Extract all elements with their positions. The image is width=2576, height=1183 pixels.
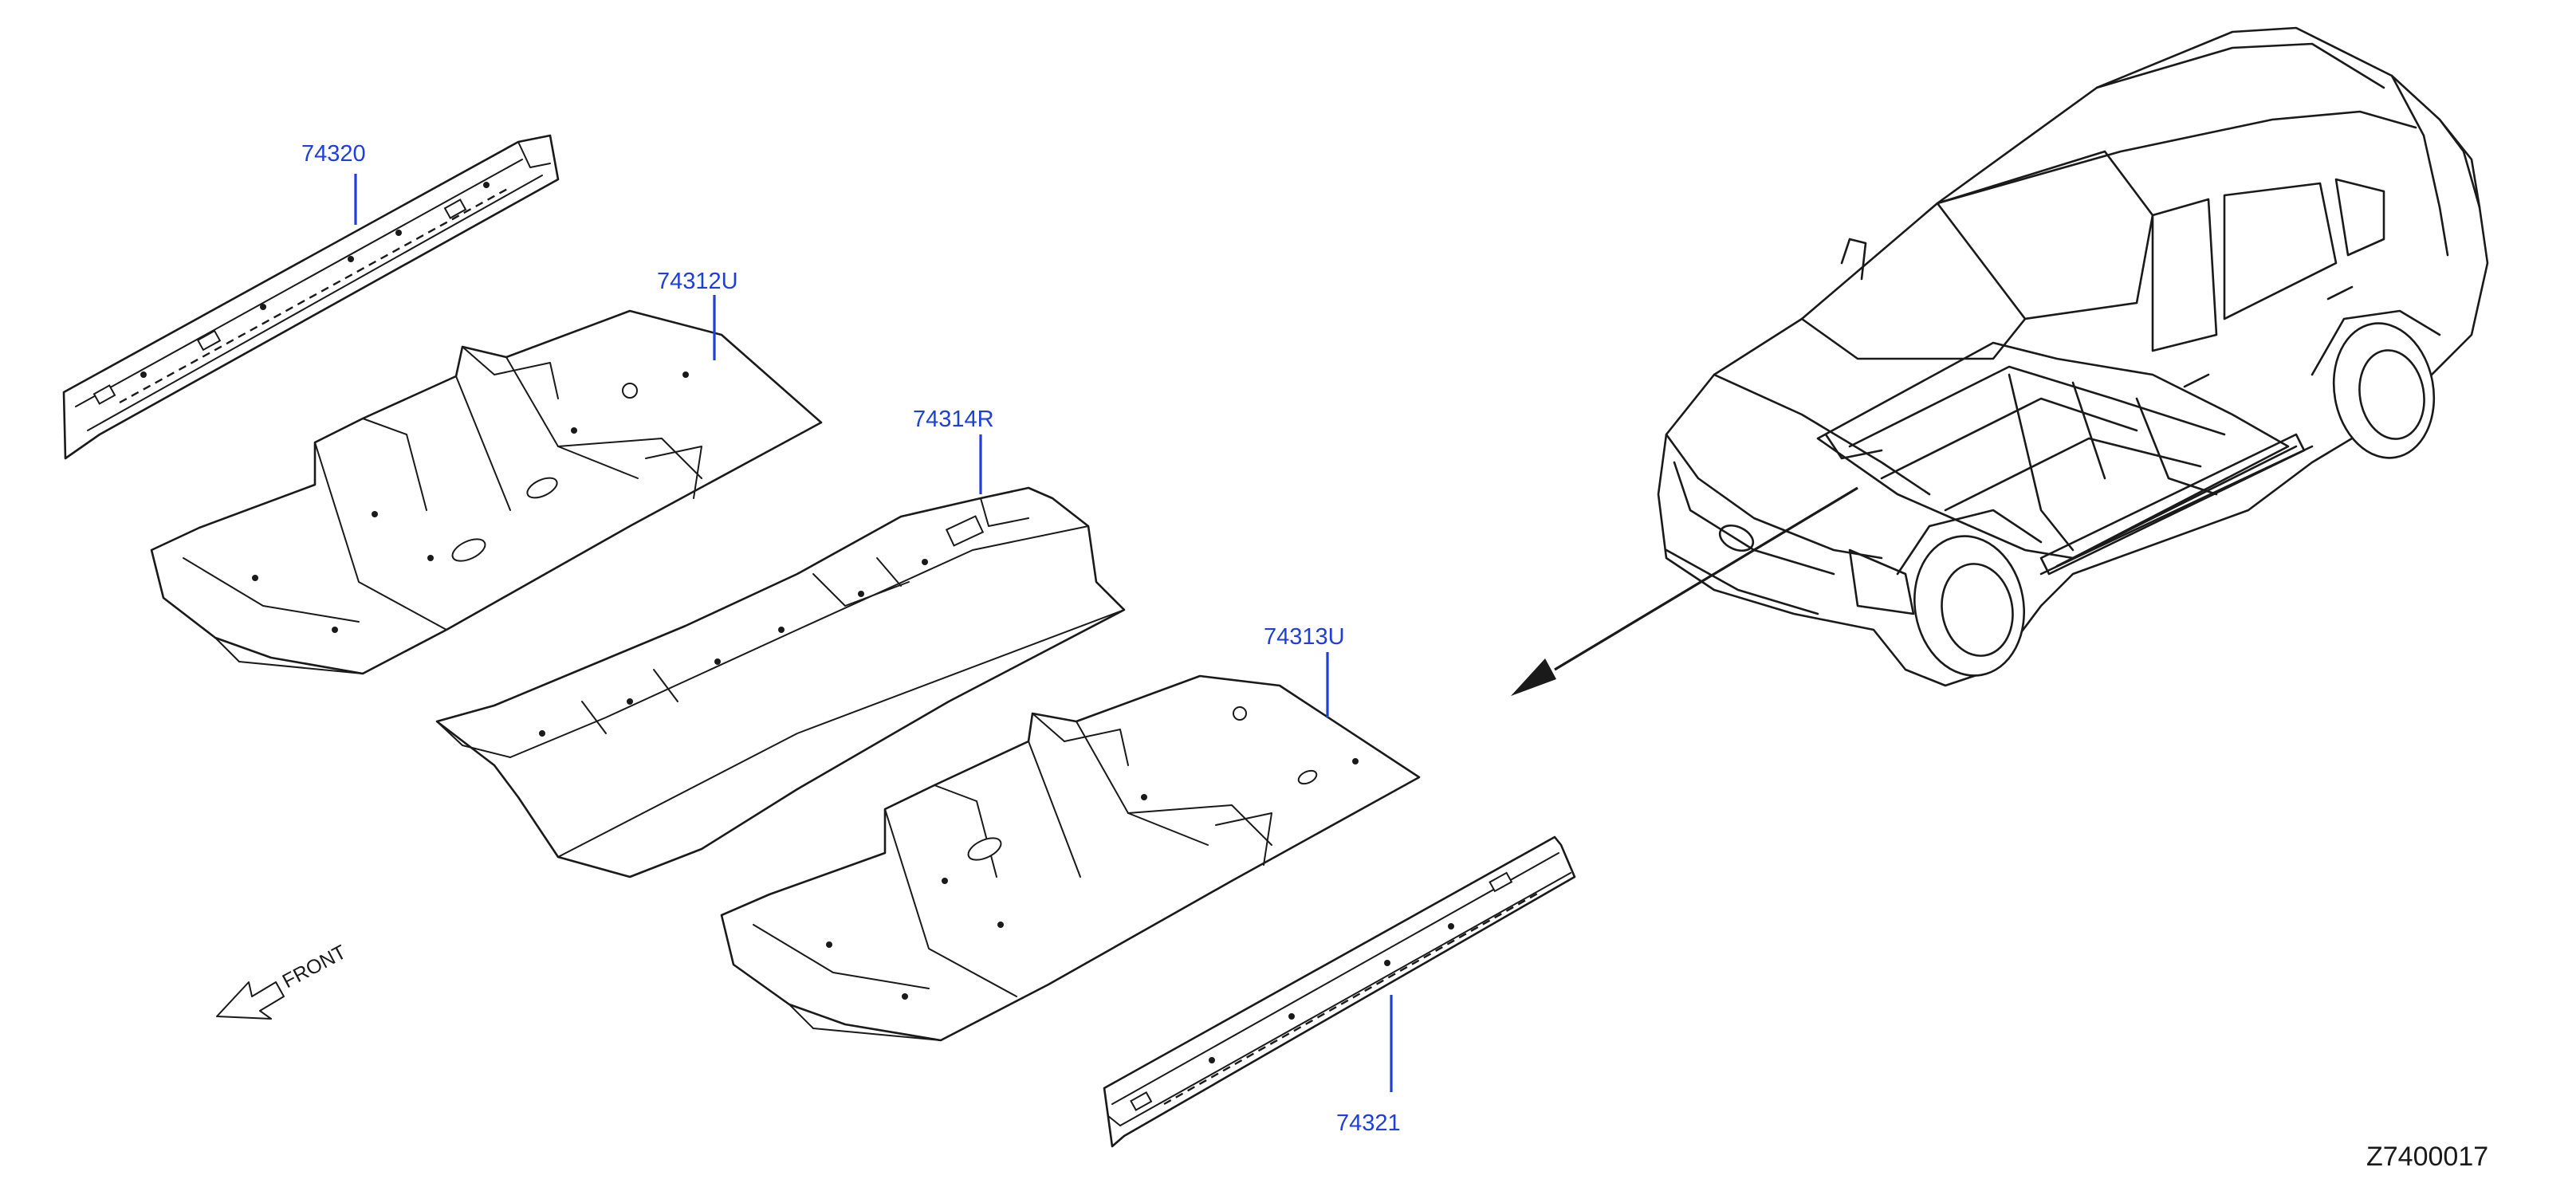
- front-label: FRONT: [279, 941, 350, 992]
- vehicle-reference-drawing: [1657, 26, 2489, 687]
- part-74320-side-rail[interactable]: [62, 134, 560, 460]
- view-arrow: [1511, 486, 1858, 696]
- callout-74313U[interactable]: 74313U: [1264, 624, 1345, 650]
- figure-code: Z7400017: [2366, 1142, 2488, 1172]
- front-direction-indicator: FRONT: [216, 941, 350, 1020]
- part-74312U-front-floor[interactable]: [150, 309, 823, 675]
- callout-74312U[interactable]: 74312U: [657, 269, 738, 294]
- callout-74320[interactable]: 74320: [301, 141, 366, 167]
- part-74314R-rear-floor[interactable]: [435, 486, 1126, 878]
- part-74313U-front-floor[interactable]: [720, 674, 1421, 1042]
- callout-74321[interactable]: 74321: [1336, 1110, 1401, 1136]
- part-74321-side-rail[interactable]: [1103, 835, 1576, 1148]
- front-arrow-icon: [216, 981, 285, 1020]
- callout-74314R[interactable]: 74314R: [913, 407, 994, 432]
